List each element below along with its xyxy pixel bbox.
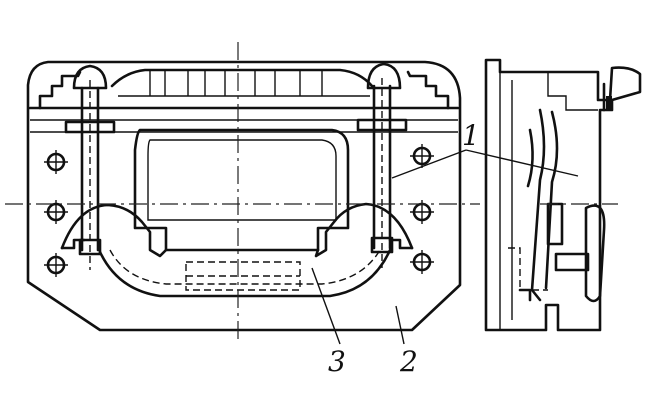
handle [584, 204, 606, 303]
leader-lines [311, 149, 579, 345]
left-bolt-head [72, 64, 108, 90]
right-bolt-head [366, 62, 402, 90]
top-flange [28, 62, 460, 134]
front-view [5, 42, 480, 340]
inner-window [133, 128, 350, 252]
side-body-outline [484, 58, 642, 332]
side-view [484, 58, 642, 332]
callout-label-2: 2 [400, 345, 418, 378]
plate-outline [26, 60, 462, 332]
callout-label-1: 1 [462, 119, 480, 152]
mounting-holes [44, 144, 434, 277]
bolts [78, 78, 394, 270]
spring-plate [530, 108, 546, 302]
callout-label-3: 3 [328, 345, 346, 378]
top-ribs [149, 70, 323, 96]
